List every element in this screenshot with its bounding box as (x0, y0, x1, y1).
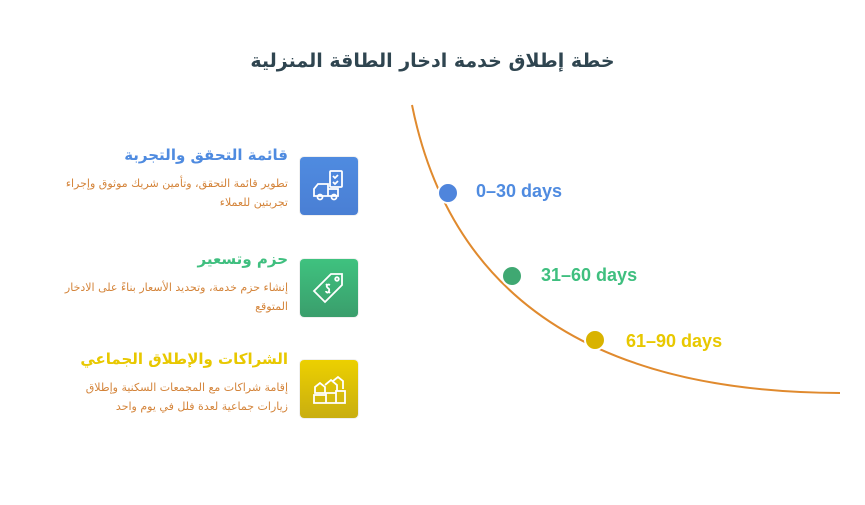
milestone-label-3: 61–90 days (626, 331, 723, 351)
milestone-dot-3 (584, 329, 606, 351)
step-partnerships: الشراكات والإطلاق الجماعي إقامة شراكات م… (58, 350, 288, 416)
step-description: تطوير قائمة التحقق، وتأمين شريك موثوق وإ… (65, 177, 288, 209)
page-title: خطة إطلاق خدمة ادخار الطاقة المنزلية (250, 50, 615, 72)
step-heading: الشراكات والإطلاق الجماعي (80, 350, 288, 368)
milestone-dot-2 (501, 265, 523, 287)
milestone-label-2: 31–60 days (541, 265, 638, 285)
timeline-arc (411, 104, 841, 394)
houses-icon (300, 360, 358, 418)
price-tag-icon (300, 259, 358, 317)
step-heading: حزم وتسعير (197, 250, 289, 268)
step-heading: قائمة التحقق والتجربة (124, 146, 288, 164)
van-checklist-icon (300, 157, 358, 215)
milestone-label-1: 0–30 days (476, 181, 563, 201)
step-description: إنشاء حزم خدمة، وتحديد الأسعار بناءً على… (64, 281, 288, 313)
step-checklist: قائمة التحقق والتجربة تطوير قائمة التحقق… (58, 146, 288, 212)
milestone-dot-1 (437, 182, 459, 204)
step-description: إقامة شراكات مع المجمعات السكنية وإطلاق … (85, 381, 288, 413)
step-pricing: حزم وتسعير إنشاء حزم خدمة، وتحديد الأسعا… (58, 250, 288, 316)
